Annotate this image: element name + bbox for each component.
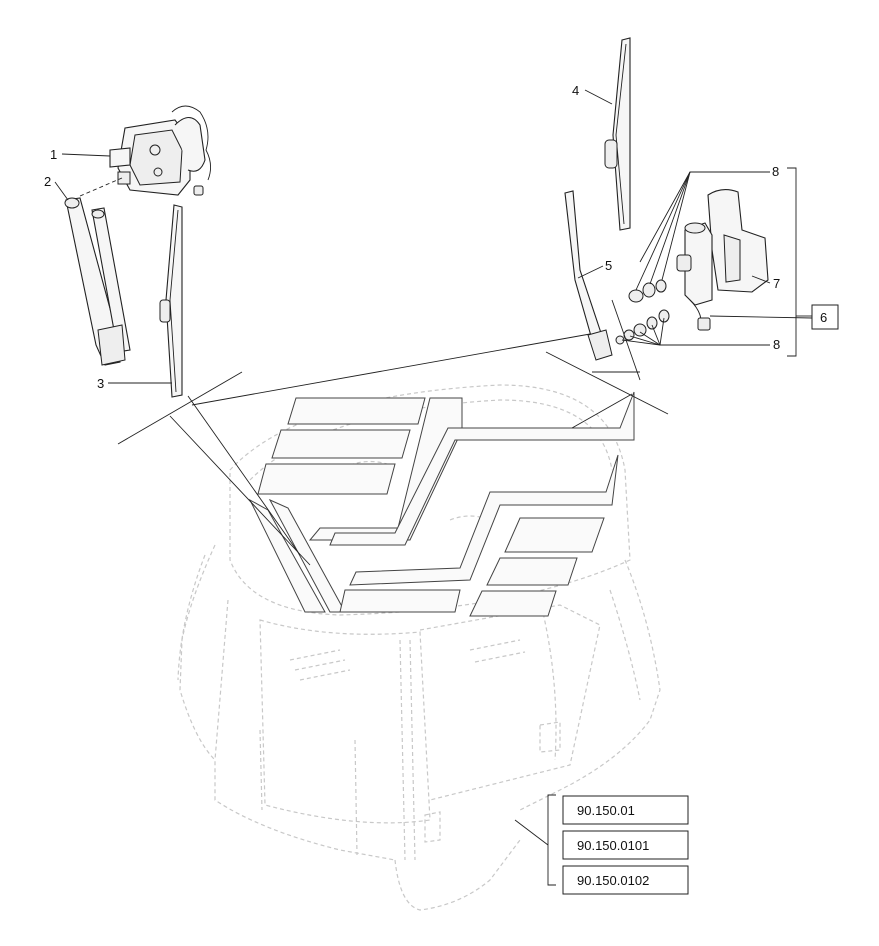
roof-decal-stripes xyxy=(248,391,635,617)
reference-box-1[interactable]: 90.150.01 xyxy=(562,795,689,825)
washer-reservoir xyxy=(676,189,769,331)
wiper-blade-left xyxy=(159,204,183,398)
callout-3: 3 xyxy=(97,376,104,391)
reference-label: 90.150.0101 xyxy=(577,838,649,853)
callout-6: 6 xyxy=(820,310,827,325)
leader-lines xyxy=(54,89,813,886)
callout-1: 1 xyxy=(50,147,57,162)
callout-8-bottom: 8 xyxy=(773,337,780,352)
callout-4: 4 xyxy=(572,83,579,98)
callout-6-box: 6 xyxy=(811,304,839,330)
wiper-arm-left xyxy=(64,197,131,366)
callout-2: 2 xyxy=(44,174,51,189)
wiper-arm-right xyxy=(564,190,613,361)
callout-5: 5 xyxy=(605,258,612,273)
reference-label: 90.150.01 xyxy=(577,803,635,818)
callout-8-top: 8 xyxy=(772,164,779,179)
seal-kit-parts xyxy=(615,279,670,345)
reference-label: 90.150.0102 xyxy=(577,873,649,888)
reference-box-3[interactable]: 90.150.0102 xyxy=(562,865,689,895)
wiper-motor-left xyxy=(109,105,211,196)
reference-box-2[interactable]: 90.150.0101 xyxy=(562,830,689,860)
wiper-blade-right xyxy=(604,37,631,231)
callout-7: 7 xyxy=(773,276,780,291)
